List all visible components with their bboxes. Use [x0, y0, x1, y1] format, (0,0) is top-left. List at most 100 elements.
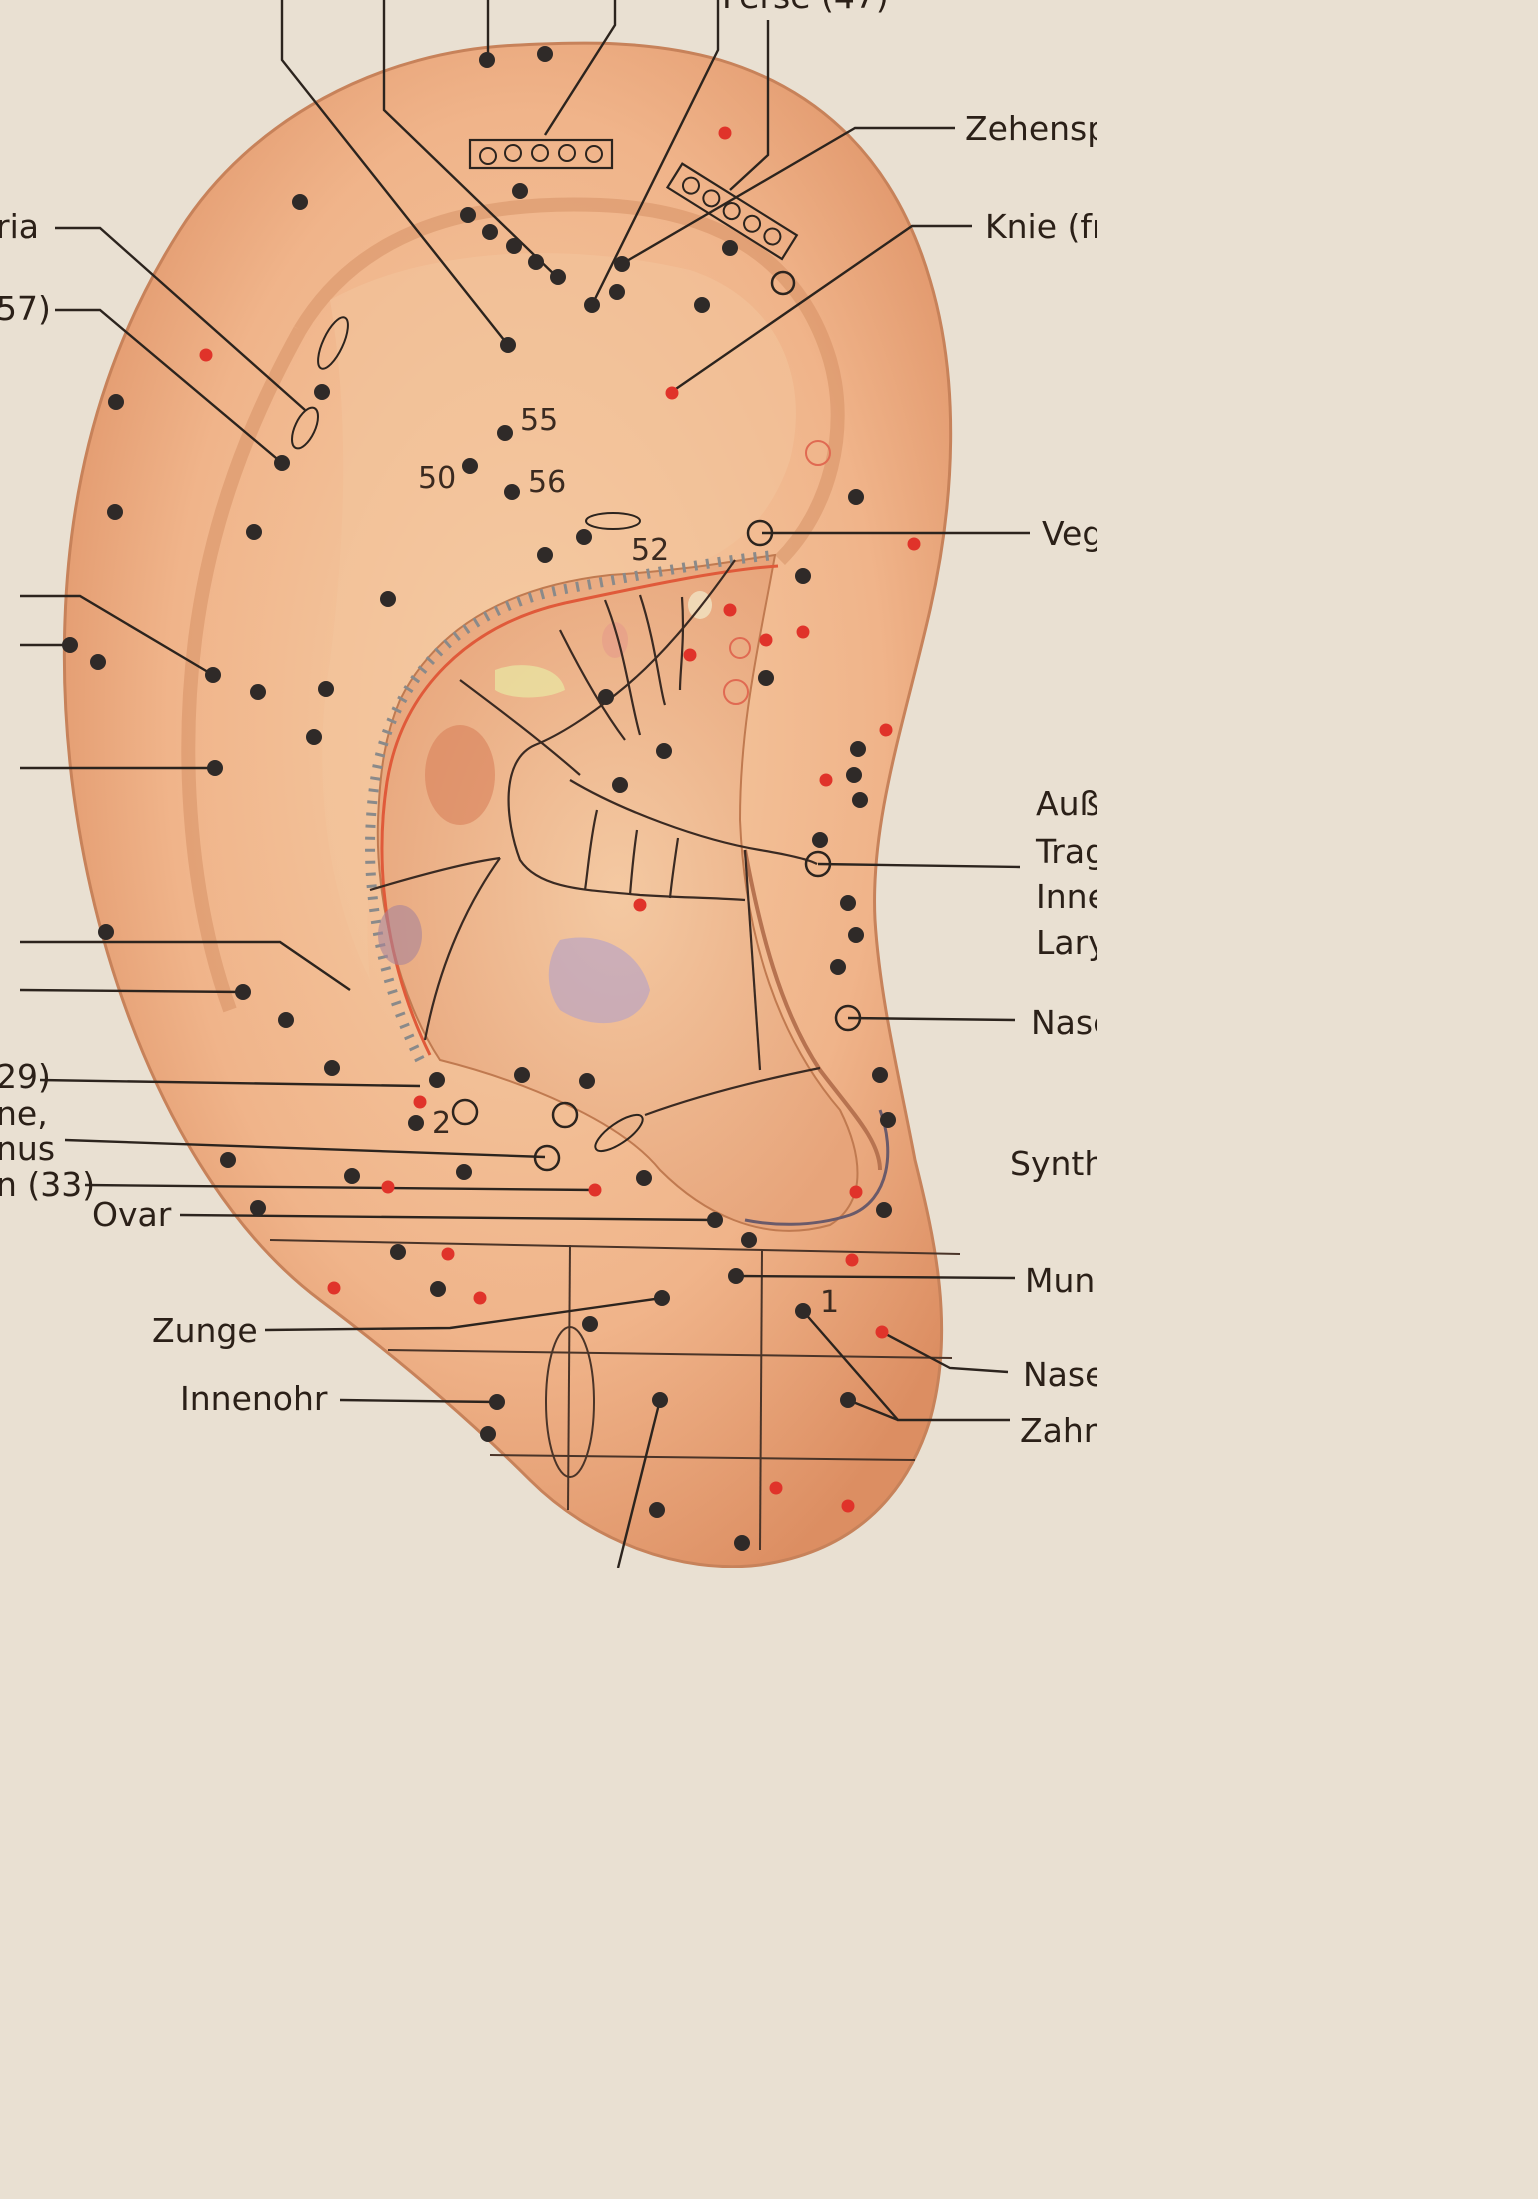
acupuncture-point-dot-red	[819, 773, 833, 787]
acupuncture-point-dot-red	[683, 648, 697, 662]
acupuncture-point-dot-red	[879, 723, 893, 737]
acupuncture-point-dot	[497, 425, 513, 441]
label-lary: Lary	[1036, 923, 1097, 962]
acupuncture-point-dot-red	[441, 1247, 455, 1261]
acupuncture-point-dot-red	[845, 1253, 859, 1267]
acupuncture-point-dot-red	[588, 1183, 602, 1197]
acupuncture-point-dot	[479, 52, 495, 68]
label-57: 57)	[0, 289, 51, 328]
acupuncture-point-dot	[582, 1316, 598, 1332]
point-marker-ovals	[291, 316, 831, 1153]
acupuncture-point-dot-red	[796, 625, 810, 639]
acupuncture-point-dot	[840, 1392, 856, 1408]
acupuncture-point-dot-red	[381, 1180, 395, 1194]
acupuncture-point-dot	[852, 792, 868, 808]
acupuncture-point-dot	[722, 240, 738, 256]
label-29: 29)	[0, 1057, 51, 1096]
label-ria: ria	[0, 207, 39, 246]
acupuncture-point-dot	[462, 458, 478, 474]
acupuncture-point-dot	[246, 524, 262, 540]
acupuncture-point-dot	[98, 924, 114, 940]
label-knie: Knie (fr	[985, 207, 1097, 246]
label-mun: Mun	[1025, 1261, 1095, 1300]
concha-division-lines	[369, 559, 821, 1117]
acupuncture-point-dot	[741, 1232, 757, 1248]
acupuncture-point-dot	[734, 1535, 750, 1551]
point-group-box-diagonal	[665, 162, 799, 261]
acupuncture-point-dot-red	[769, 1481, 783, 1495]
acupuncture-point-dot-red	[327, 1281, 341, 1295]
acupuncture-point-dot	[584, 297, 600, 313]
tragus	[743, 849, 882, 1171]
acupuncture-point-dot	[537, 46, 553, 62]
acupuncture-point-dot-red	[759, 633, 773, 647]
acupuncture-point-dot	[108, 394, 124, 410]
label-trag: Trag	[1035, 832, 1097, 871]
acupuncture-point-dot	[846, 767, 862, 783]
acupuncture-point-dot	[850, 741, 866, 757]
antitragus-curve	[744, 1109, 890, 1226]
acupuncture-point-dot	[90, 654, 106, 670]
point-group-box	[468, 138, 614, 170]
acupuncture-point-dot-red	[199, 348, 213, 362]
acupuncture-point-dot	[235, 984, 251, 1000]
acupuncture-point-dot	[207, 760, 223, 776]
acupuncture-point-dot-red	[718, 126, 732, 140]
point-number-2: 2	[432, 1106, 451, 1141]
point-number-1: 1	[820, 1285, 839, 1320]
acupuncture-point-dot	[795, 568, 811, 584]
acupuncture-point-dot	[205, 667, 221, 683]
label-nase-lower: Nase	[1023, 1355, 1097, 1394]
acupuncture-point-dot	[576, 529, 592, 545]
acupuncture-point-dot	[480, 1426, 496, 1442]
label-veg: Veg	[1042, 514, 1097, 553]
acupuncture-point-dot	[795, 1303, 811, 1319]
acupuncture-point-dot	[609, 284, 625, 300]
antihelix	[322, 253, 796, 980]
acupuncture-point-dot	[514, 1067, 530, 1083]
acupuncture-point-dot	[220, 1152, 236, 1168]
acupuncture-point-dot	[429, 1072, 445, 1088]
organ-sketch-3	[548, 937, 650, 1024]
acupuncture-point-dot	[654, 1290, 670, 1306]
organ-sketch-1	[425, 725, 495, 825]
acupuncture-point-dot	[292, 194, 308, 210]
label-synth: Synth	[1010, 1144, 1097, 1183]
acupuncture-point-dot	[812, 832, 828, 848]
acupuncture-point-dot	[250, 684, 266, 700]
labels-left: ria 57) 29) ne, nus n (33) Ovar Zunge In…	[0, 207, 328, 1418]
acupuncture-point-dot	[107, 504, 123, 520]
point-marker-circle	[451, 270, 862, 1172]
label-nus: nus	[0, 1129, 55, 1168]
label-innenohr: Innenohr	[180, 1379, 328, 1418]
acupuncture-point-dot	[876, 1202, 892, 1218]
acupuncture-point-dot	[456, 1164, 472, 1180]
acupuncture-point-dot-red	[841, 1499, 855, 1513]
acupuncture-point-dot	[512, 183, 528, 199]
acupuncture-point-dot	[614, 256, 630, 272]
acupuncture-point-dot	[500, 337, 516, 353]
acupuncture-point-dot	[840, 895, 856, 911]
lobe-grid	[269, 1239, 961, 1551]
acupuncture-point-dot	[537, 547, 553, 563]
acupuncture-point-dot-red	[633, 898, 647, 912]
acupuncture-point-dots-red	[199, 126, 921, 1513]
acupuncture-point-dot	[390, 1244, 406, 1260]
acupuncture-point-dot	[250, 1200, 266, 1216]
acupuncture-point-dot	[652, 1392, 668, 1408]
point-number-55: 55	[520, 403, 558, 438]
acupuncture-point-dot	[506, 238, 522, 254]
labels-right: Ferse (47) Zehensp Knie (fr Veg Auß Trag…	[722, 0, 1097, 1450]
point-numbers: 55 50 56 52 2 1	[418, 403, 839, 1320]
acupuncture-point-dot	[482, 224, 498, 240]
acupuncture-point-dot	[344, 1168, 360, 1184]
label-zehensp: Zehensp	[965, 109, 1097, 148]
acupuncture-point-dot	[278, 1012, 294, 1028]
acupuncture-point-dot-red	[413, 1095, 427, 1109]
acupuncture-point-dot	[636, 1170, 652, 1186]
acupuncture-point-dot	[649, 1502, 665, 1518]
acupuncture-point-dot-red	[723, 603, 737, 617]
acupuncture-point-dot	[848, 489, 864, 505]
acupuncture-point-dot	[274, 455, 290, 471]
acupuncture-point-dot	[656, 743, 672, 759]
